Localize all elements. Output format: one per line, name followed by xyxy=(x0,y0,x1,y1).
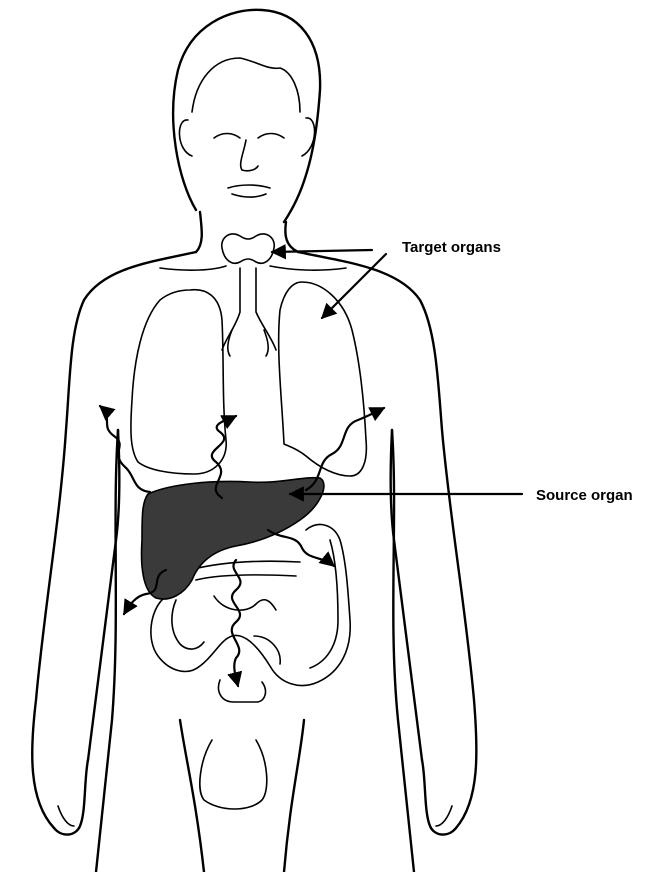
left-lung xyxy=(131,290,226,474)
right-lung xyxy=(279,282,367,476)
arrow-to-thyroid xyxy=(272,250,372,252)
body-outline xyxy=(32,10,476,872)
target-organs-label: Target organs xyxy=(402,239,501,256)
source-organ-label: Source organ xyxy=(536,487,633,504)
label-pointers xyxy=(272,250,522,494)
thyroid-gland xyxy=(222,234,275,263)
liver-source-organ xyxy=(142,478,324,599)
trachea xyxy=(222,268,276,356)
